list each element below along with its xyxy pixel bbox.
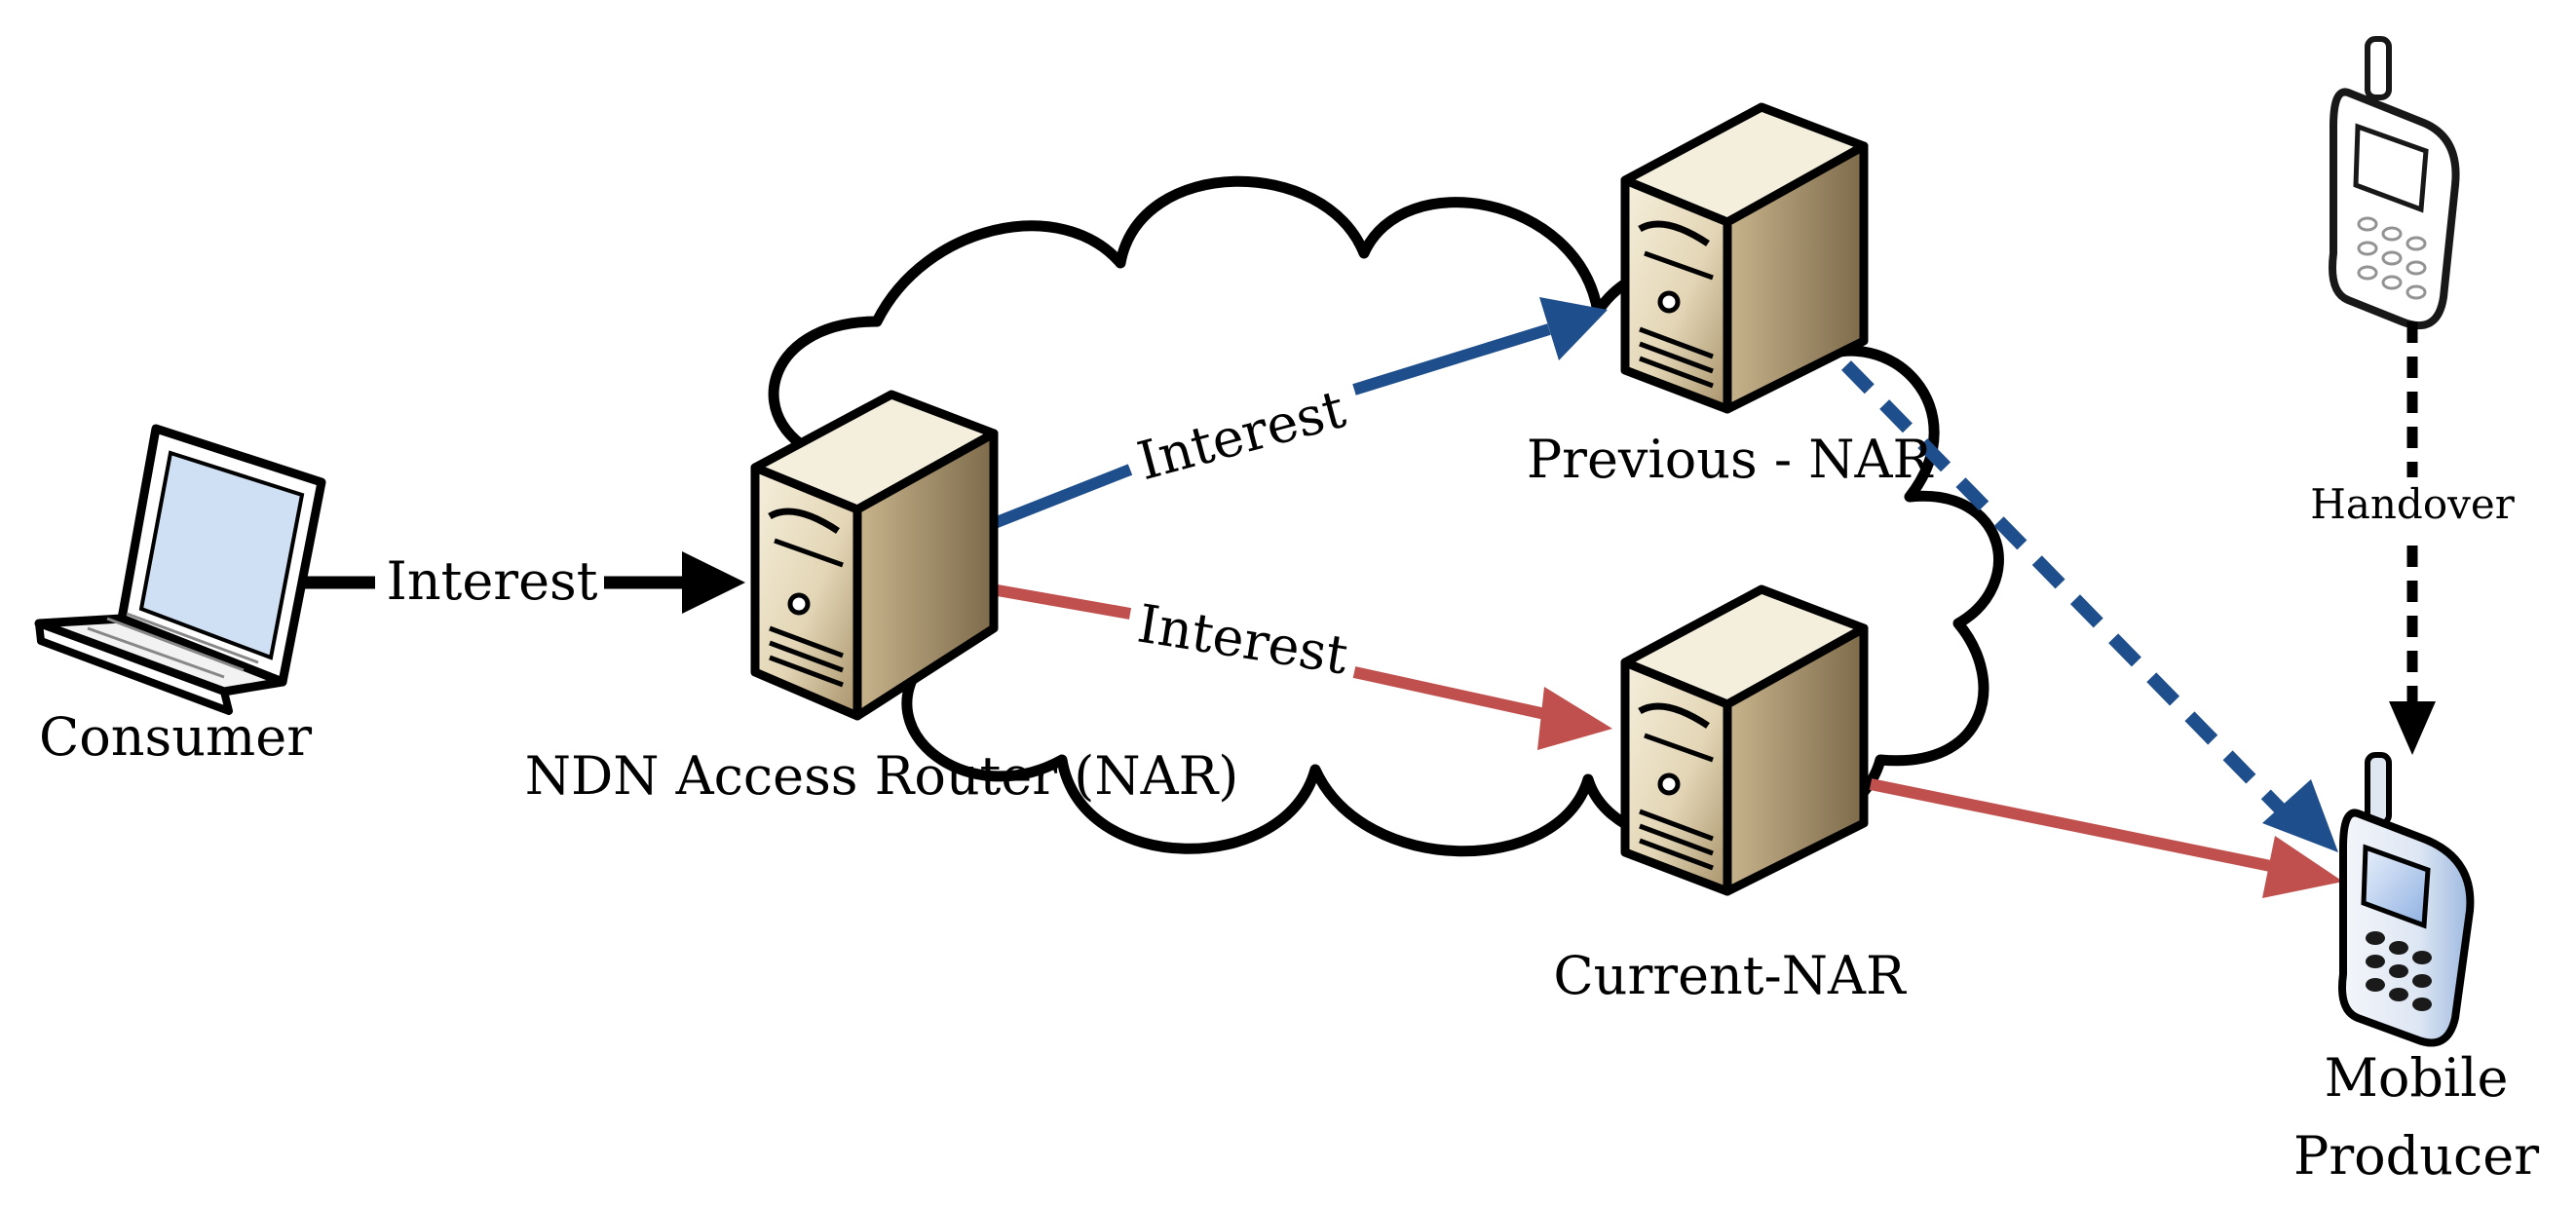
- current-to-producer-arrow: [1869, 778, 2343, 898]
- current-nar-server-icon: [1620, 584, 1869, 896]
- consumer-interest-label: Interest: [387, 550, 598, 612]
- laptop-icon: [34, 424, 326, 715]
- consumer-to-nar-arrow: [302, 551, 745, 614]
- mobile-producer-label-line2: Producer: [2293, 1125, 2539, 1186]
- previous-nar-label: Previous - NAR: [1527, 429, 1934, 490]
- nar-server-icon: [750, 390, 999, 721]
- consumer-label: Consumer: [39, 706, 312, 768]
- phone-before-handover-icon: [2329, 36, 2460, 329]
- mobile-producer-label-line1: Mobile: [2325, 1047, 2509, 1109]
- previous-nar-server-icon: [1620, 102, 1869, 414]
- mobile-producer-phone-icon: [2338, 752, 2475, 1047]
- nar-label: NDN Access Router (NAR): [525, 745, 1239, 807]
- handover-label: Handover: [2310, 480, 2515, 528]
- current-nar-label: Current-NAR: [1553, 945, 1907, 1006]
- handover-arrow: [2389, 321, 2436, 755]
- previous-to-producer-dashed-arrow: [1840, 360, 2338, 852]
- nar-to-current-arrow: [990, 584, 1612, 750]
- nar-to-previous-arrow: [989, 297, 1608, 530]
